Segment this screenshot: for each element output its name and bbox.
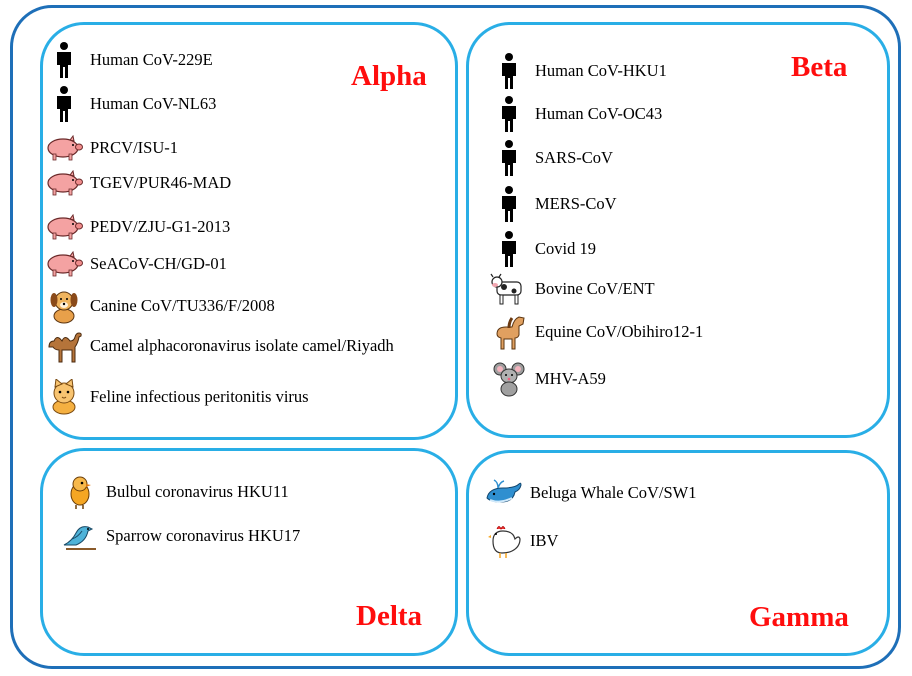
- list-item: Beluga Whale CoV/SW1: [484, 475, 697, 511]
- item-label: Feline infectious peritonitis virus: [90, 387, 309, 406]
- item-label: Camel alphacoronavirus isolate camel/Riy…: [90, 336, 394, 355]
- item-label: PEDV/ZJU-G1-2013: [90, 217, 231, 236]
- whale-icon: [484, 475, 524, 511]
- chicken-icon: [484, 523, 524, 559]
- horse-icon: [489, 314, 529, 350]
- human-icon: [489, 140, 529, 176]
- list-item: Canine CoV/TU336/F/2008: [44, 288, 275, 324]
- pig-icon: [44, 209, 84, 245]
- mouse-icon: [489, 361, 529, 397]
- list-item: Feline infectious peritonitis virus: [44, 379, 309, 415]
- item-label: Covid 19: [535, 239, 596, 258]
- beta-title: Beta: [791, 51, 848, 83]
- item-label: Human CoV-229E: [90, 50, 213, 69]
- list-item: PRCV/ISU-1: [44, 130, 178, 166]
- cat-icon: [44, 379, 84, 415]
- human-icon: [489, 231, 529, 267]
- item-label: SARS-CoV: [535, 148, 613, 167]
- item-label: PRCV/ISU-1: [90, 138, 179, 157]
- item-label: Beluga Whale CoV/SW1: [530, 483, 697, 502]
- list-item: PEDV/ZJU-G1-2013: [44, 209, 230, 245]
- item-label: Human CoV-OC43: [535, 104, 663, 123]
- gamma-title: Gamma: [749, 601, 849, 633]
- pig-icon: [44, 130, 84, 166]
- item-label: Canine CoV/TU336/F/2008: [90, 296, 275, 315]
- list-item: SeACoV-CH/GD-01: [44, 246, 227, 282]
- gamma-group-box: [466, 450, 890, 656]
- item-label: MHV-A59: [535, 369, 606, 388]
- list-item: Camel alphacoronavirus isolate camel/Riy…: [44, 328, 394, 364]
- list-item: Sparrow coronavirus HKU17: [60, 518, 300, 554]
- list-item: MHV-A59: [489, 361, 606, 397]
- list-item: Covid 19: [489, 231, 596, 267]
- outer-frame: [10, 5, 901, 669]
- item-label: Sparrow coronavirus HKU17: [106, 526, 301, 545]
- delta-title: Delta: [356, 600, 423, 632]
- human-icon: [489, 96, 529, 132]
- human-icon: [489, 186, 529, 222]
- delta-group-box: [40, 448, 458, 656]
- pig-icon: [44, 165, 84, 201]
- list-item: Bulbul coronavirus HKU11: [60, 474, 289, 510]
- item-label: Equine CoV/Obihiro12-1: [535, 322, 704, 341]
- human-icon: [44, 42, 84, 78]
- item-label: Human CoV-NL63: [90, 94, 217, 113]
- alpha-group-box: [40, 22, 458, 440]
- list-item: Human CoV-OC43: [489, 96, 662, 132]
- item-label: Bovine CoV/ENT: [535, 279, 655, 298]
- item-label: TGEV/PUR46-MAD: [90, 173, 232, 192]
- cow-icon: [489, 271, 529, 307]
- bulbul-bird-icon: [60, 474, 100, 510]
- list-item: MERS-CoV: [489, 186, 617, 222]
- beta-group-box: [466, 22, 890, 438]
- list-item: Human CoV-NL63: [44, 86, 216, 122]
- list-item: TGEV/PUR46-MAD: [44, 165, 231, 201]
- list-item: IBV: [484, 523, 558, 559]
- camel-icon: [44, 328, 84, 364]
- pig-icon: [44, 246, 84, 282]
- item-label: SeACoV-CH/GD-01: [90, 254, 227, 273]
- dog-icon: [44, 288, 84, 324]
- human-icon: [44, 86, 84, 122]
- human-icon: [489, 53, 529, 89]
- list-item: SARS-CoV: [489, 140, 613, 176]
- list-item: Human CoV-HKU1: [489, 53, 667, 89]
- list-item: Equine CoV/Obihiro12-1: [489, 314, 703, 350]
- item-label: Bulbul coronavirus HKU11: [106, 482, 289, 501]
- item-label: Human CoV-HKU1: [535, 61, 667, 80]
- item-label: IBV: [530, 531, 559, 550]
- list-item: Bovine CoV/ENT: [489, 271, 655, 307]
- list-item: Human CoV-229E: [44, 42, 213, 78]
- item-label: MERS-CoV: [535, 194, 617, 213]
- alpha-title: Alpha: [351, 60, 427, 92]
- sparrow-bird-icon: [60, 518, 100, 554]
